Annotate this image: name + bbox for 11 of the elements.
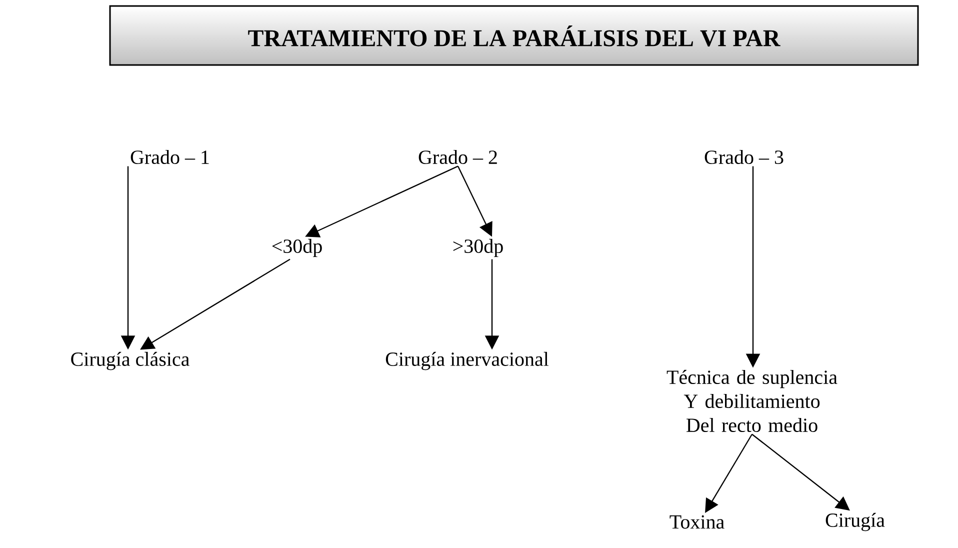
node-text: Técnica de suplencia Y debilitamiento Del recto medio — [666, 370, 838, 432]
node-text: >30dp — [453, 238, 503, 258]
node-text: Grado – 1 — [130, 150, 209, 164]
title-box: TRATAMIENTO DE LA PARÁLISIS DEL VI PAR — [109, 5, 919, 66]
node-text: <30dp — [272, 238, 322, 258]
node-text: Cirugía — [826, 512, 885, 532]
node-text: Grado – 2 — [418, 150, 497, 164]
node-text: Cirugía clásica — [71, 352, 190, 370]
node-text: Cirugía inervacional — [386, 352, 549, 370]
node-text: Toxina — [670, 515, 724, 529]
node-text: Grado – 3 — [704, 150, 784, 164]
